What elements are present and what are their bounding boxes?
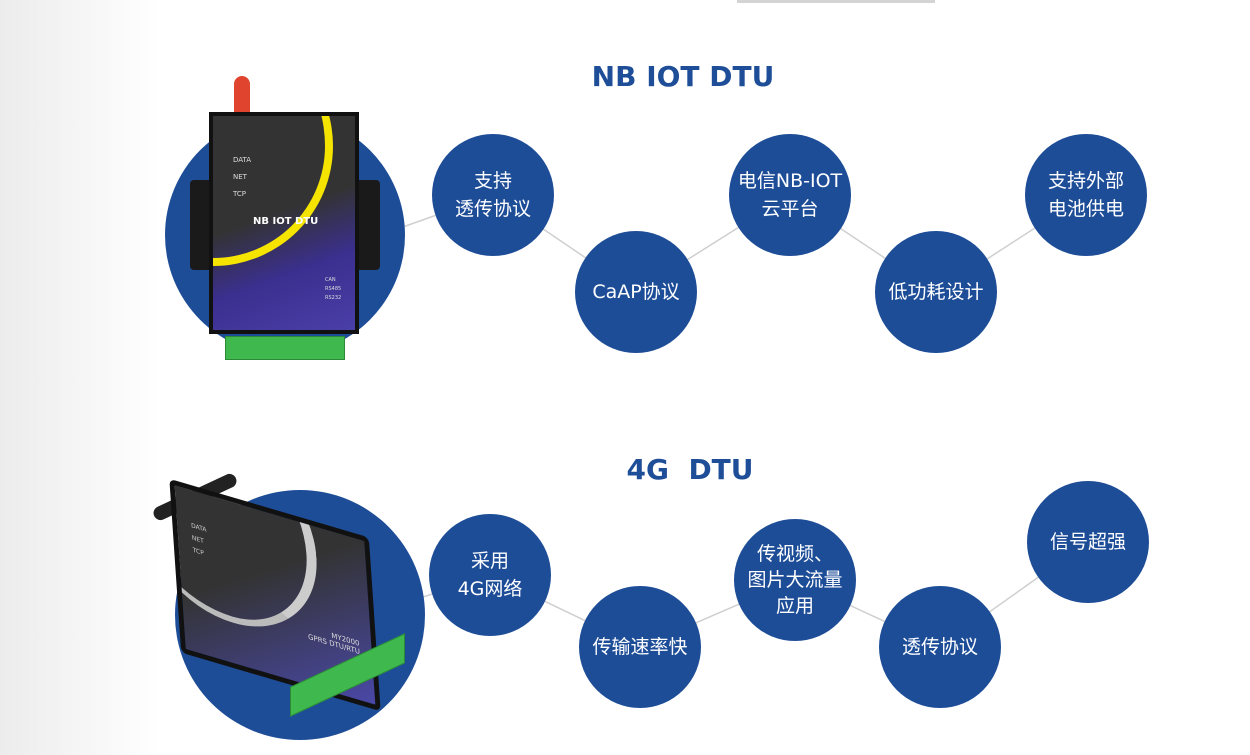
terminal-block (225, 336, 345, 360)
port-rs485: RS485 (325, 286, 342, 292)
antenna-icon (234, 76, 250, 116)
feature-transparent-protocol-4g: 透传协议 (879, 586, 1001, 708)
background-fade (0, 0, 160, 755)
nb-iot-device: DATA NET TCP NB IOT DTU CAN RS485 RS232 (209, 112, 359, 334)
feature-transparent-protocol: 支持 透传协议 (432, 134, 554, 256)
feature-strong-signal: 信号超强 (1027, 481, 1149, 603)
feature-telecom-cloud: 电信NB-IOT 云平台 (729, 134, 851, 256)
feature-fast-transfer: 传输速率快 (579, 586, 701, 708)
feature-external-battery: 支持外部 电池供电 (1025, 134, 1147, 256)
port-can: CAN (325, 277, 336, 283)
section-title-nb-iot: NB IOT DTU (591, 60, 775, 93)
device-label: NB IOT DTU (253, 216, 319, 227)
port-rs232: RS232 (325, 295, 342, 301)
led-net: NET (233, 173, 247, 181)
section-title-4g: 4G DTU (626, 453, 754, 486)
feature-caap-protocol: CaAP协议 (575, 231, 697, 353)
led-data: DATA (233, 156, 252, 164)
top-scroll-bar (737, 0, 935, 3)
led-tcp: TCP (233, 190, 246, 198)
feature-4g-network: 采用 4G网络 (429, 514, 551, 636)
feature-video-image: 传视频、 图片大流量 应用 (734, 519, 856, 641)
feature-low-power: 低功耗设计 (875, 231, 997, 353)
